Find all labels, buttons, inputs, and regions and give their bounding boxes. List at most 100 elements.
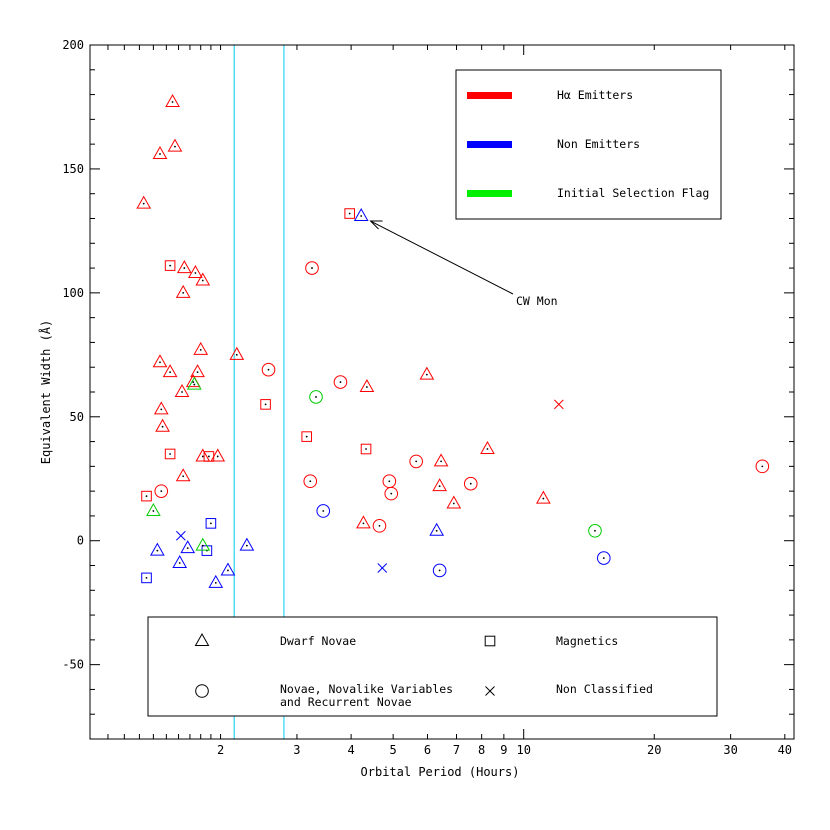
data-point <box>164 260 176 271</box>
x-tick-label: 8 <box>478 743 485 757</box>
legend-marker-label: and Recurrent Novae <box>280 695 412 709</box>
data-point <box>377 563 388 573</box>
y-tick-label: 100 <box>62 286 84 300</box>
data-point <box>239 537 255 551</box>
data-point <box>141 490 152 502</box>
data-point <box>333 375 348 389</box>
data-point <box>165 93 180 108</box>
legend-color-label: Hα Emitters <box>557 88 633 102</box>
data-point <box>446 495 462 509</box>
legend-marker-symbol <box>485 686 495 696</box>
data-point <box>261 362 276 377</box>
data-point <box>344 208 355 219</box>
data-point <box>175 468 191 482</box>
data-point <box>433 453 449 467</box>
legend-marker-symbol <box>195 684 209 698</box>
legend-color-label: Initial Selection Flag <box>557 186 709 200</box>
data-point <box>172 555 188 569</box>
data-point <box>755 459 770 474</box>
data-point <box>588 524 602 538</box>
data-point <box>301 431 313 442</box>
x-tick-label: 7 <box>453 743 460 757</box>
data-point <box>176 530 186 541</box>
y-tick-label: 150 <box>62 162 84 176</box>
data-point <box>180 540 196 554</box>
data-point <box>359 379 375 393</box>
data-point <box>432 478 447 492</box>
x-tick-label: 6 <box>424 743 431 757</box>
data-point <box>220 562 236 576</box>
x-tick-label: 20 <box>647 743 661 757</box>
x-tick-label: 4 <box>347 743 354 757</box>
data-point <box>193 341 209 355</box>
x-tick-label: 40 <box>778 743 792 757</box>
legend-marker-symbol <box>484 635 496 647</box>
x-tick-label: 3 <box>293 743 300 757</box>
data-point <box>384 486 399 501</box>
x-tick-label: 5 <box>390 743 397 757</box>
x-tick-label: 2 <box>217 743 224 757</box>
data-point <box>419 366 435 380</box>
annotation: CW Mon <box>369 220 558 308</box>
data-point <box>305 261 319 275</box>
legend-marker-box <box>147 616 718 717</box>
data-point <box>596 551 611 565</box>
data-point <box>409 454 423 469</box>
data-point <box>162 364 178 378</box>
annotation-arrow <box>370 220 514 295</box>
data-point <box>164 448 176 460</box>
data-point <box>152 354 168 368</box>
data-point <box>382 474 397 489</box>
data-point <box>176 260 192 274</box>
data-point <box>174 383 190 397</box>
x-axis-title: Orbital Period (Hours) <box>361 765 520 779</box>
data-point <box>188 265 203 279</box>
data-point <box>535 490 551 504</box>
data-point <box>175 284 191 298</box>
data-point <box>153 401 169 415</box>
data-point <box>353 208 369 222</box>
y-tick-label: 200 <box>62 38 84 52</box>
data-point <box>356 515 371 529</box>
data-point <box>150 542 165 556</box>
data-point <box>210 448 226 462</box>
data-point <box>229 346 245 360</box>
data-point <box>260 399 271 410</box>
x-tick-label: 30 <box>723 743 737 757</box>
legend-color-swatch <box>467 190 512 197</box>
data-point <box>167 138 183 152</box>
data-point <box>190 364 205 378</box>
data-point <box>480 440 495 455</box>
data-point <box>360 443 372 455</box>
data-point <box>429 522 445 536</box>
legend-color-swatch <box>467 92 512 99</box>
data-point <box>136 195 152 209</box>
data-point <box>195 537 211 551</box>
data-point <box>141 572 152 584</box>
data-point <box>195 272 211 286</box>
x-tick-label: 9 <box>500 743 507 757</box>
data-point <box>186 376 202 390</box>
data-points <box>136 93 770 588</box>
data-point <box>303 474 318 489</box>
legend-color-label: Non Emitters <box>557 137 640 151</box>
data-point <box>205 518 217 529</box>
legend-marker-label: Novae, Novalike Variables <box>280 682 453 696</box>
data-point <box>316 504 331 518</box>
annotation-label: CW Mon <box>516 294 558 308</box>
legend-marker-symbol <box>194 632 210 646</box>
legend-marker-label: Magnetics <box>556 634 618 648</box>
data-point <box>154 484 169 498</box>
data-point <box>152 146 168 160</box>
y-tick-label: 0 <box>77 534 84 548</box>
data-point <box>146 502 161 516</box>
data-point <box>208 574 224 588</box>
annotation-arrowhead <box>369 220 383 230</box>
legend-marker-label: Non Classified <box>556 682 653 696</box>
y-tick-label: 50 <box>70 410 84 424</box>
data-point <box>463 476 478 491</box>
data-point <box>432 563 447 578</box>
